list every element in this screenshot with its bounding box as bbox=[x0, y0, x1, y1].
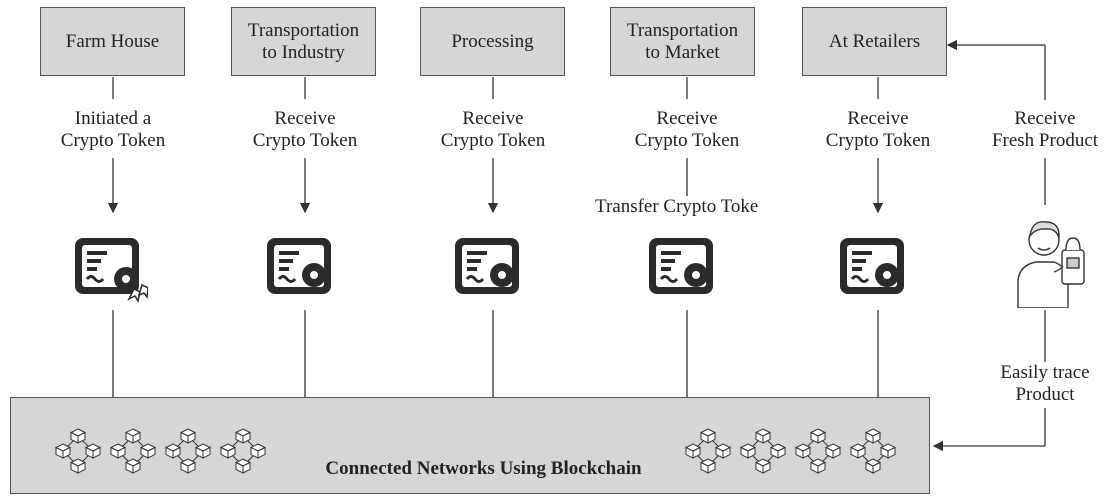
easily-trace-label: Easily trace Product bbox=[985, 362, 1105, 406]
shopper-with-bag-icon bbox=[1017, 221, 1085, 308]
stage-at-retailers: At Retailers bbox=[802, 7, 947, 76]
stage-farm-house: Farm House bbox=[40, 7, 185, 76]
blockchain-cubes-icon bbox=[164, 428, 212, 474]
token-label-1: Initiated a Crypto Token bbox=[60, 108, 166, 151]
stage-transport-market: Transportation to Market bbox=[610, 7, 755, 76]
certificate-icon bbox=[267, 238, 331, 294]
certificate-icon bbox=[649, 238, 713, 294]
blockchain-network-panel: Connected Networks Using Blockchain bbox=[10, 397, 930, 494]
token-label-3: Receive Crypto Token bbox=[440, 108, 546, 151]
certificate-icon bbox=[75, 238, 148, 303]
transfer-label: Transfer Crypto Toke bbox=[593, 196, 787, 218]
certificate-icon bbox=[840, 238, 904, 294]
token-label-2: Receive Crypto Token bbox=[252, 108, 358, 151]
stage-transport-industry: Transportation to Industry bbox=[231, 7, 376, 76]
token-label-5: Receive Crypto Token bbox=[825, 108, 931, 151]
certificate-icon bbox=[455, 238, 519, 294]
blockchain-cubes-icon bbox=[109, 428, 157, 474]
blockchain-cubes-icon bbox=[54, 428, 102, 474]
token-label-4: Receive Crypto Token bbox=[634, 108, 740, 151]
blockchain-cubes-icon bbox=[684, 428, 732, 474]
stage-processing: Processing bbox=[420, 7, 565, 76]
blockchain-cubes-icon bbox=[739, 428, 787, 474]
blockchain-cubes-icon bbox=[219, 428, 267, 474]
network-title: Connected Networks Using Blockchain bbox=[325, 458, 642, 479]
blockchain-cubes-icon bbox=[794, 428, 842, 474]
receive-fresh-product-label: Receive Fresh Product bbox=[991, 108, 1099, 151]
blockchain-cubes-icon bbox=[849, 428, 897, 474]
